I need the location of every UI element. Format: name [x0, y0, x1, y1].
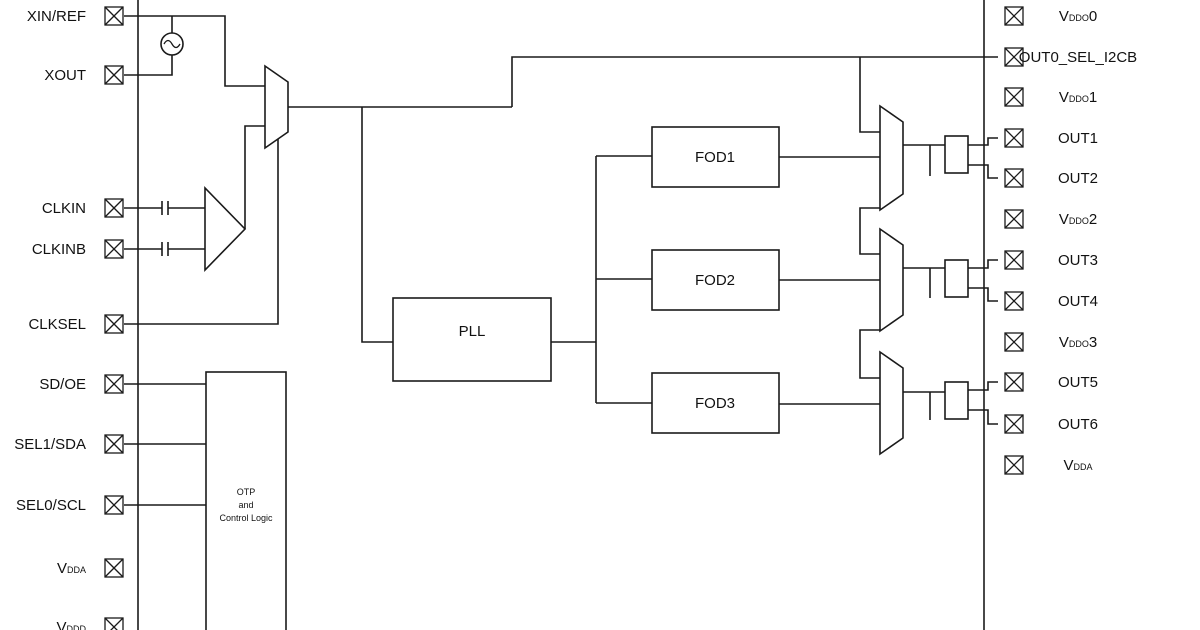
vddo0-pin-icon	[1004, 6, 1024, 26]
vdda_r-pin-label: VDDA	[1063, 457, 1092, 474]
vddo3-pin-label: VDDO3	[1059, 334, 1097, 351]
vddo2-pin-label: VDDO2	[1059, 211, 1097, 228]
out3-pin-label: OUT3	[1058, 252, 1098, 269]
output-buffer-2	[944, 259, 969, 298]
output-buffer-3	[944, 381, 969, 420]
wire-ref-to-out0	[511, 56, 998, 107]
clkin-pin-label: CLKIN	[42, 200, 86, 217]
wire-buffer-to-mux	[244, 125, 265, 229]
out4-pin-icon	[1004, 291, 1024, 311]
fod1-block	[651, 126, 780, 188]
out0-pin-label: OUT0_SEL_I2CB	[1019, 49, 1137, 66]
vdda-pin-label: VDDA	[57, 560, 86, 577]
vddd-pin-label: VDDD	[56, 619, 86, 630]
wire-out4	[968, 287, 998, 302]
vddo0-pin-label: VDDO0	[1059, 8, 1097, 25]
fod1-label: FOD1	[695, 149, 735, 166]
fod3-label: FOD3	[695, 395, 735, 412]
pll-block	[392, 297, 552, 382]
vdda_r-pin-icon	[1004, 455, 1024, 475]
out2-pin-label: OUT2	[1058, 170, 1098, 187]
wire-out1	[968, 137, 998, 146]
output-buffer-1	[944, 135, 969, 174]
wire-cascade-2-3	[859, 329, 880, 379]
vddo1-pin-label: VDDO1	[1059, 89, 1097, 106]
vddo1-pin-icon	[1004, 87, 1024, 107]
clkinb-pin-icon	[104, 239, 124, 259]
output-mux-1	[879, 104, 904, 212]
xout-pin-icon	[104, 65, 124, 85]
vddd-pin-icon	[104, 617, 124, 630]
wire-out3	[968, 259, 998, 269]
sel0-pin-icon	[104, 495, 124, 515]
xin-pin-icon	[104, 6, 124, 26]
fod2-label: FOD2	[695, 272, 735, 289]
otp-label-1: OTP	[237, 487, 256, 497]
xout-pin-label: XOUT	[44, 67, 86, 84]
out2-pin-icon	[1004, 168, 1024, 188]
wire-out6	[968, 409, 998, 425]
out5-pin-icon	[1004, 372, 1024, 392]
sdoe-pin-icon	[104, 374, 124, 394]
clksel-pin-label: CLKSEL	[28, 316, 86, 333]
out6-pin-icon	[1004, 414, 1024, 434]
sdoe-pin-label: SD/OE	[39, 376, 86, 393]
wire-out5	[968, 381, 998, 391]
otp-control-block	[205, 371, 287, 630]
clkin-pin-icon	[104, 198, 124, 218]
vddo2-pin-icon	[1004, 209, 1024, 229]
sel1-pin-label: SEL1/SDA	[14, 436, 86, 453]
wire-xin	[124, 15, 265, 87]
output-mux-3	[879, 350, 904, 456]
clkinb-pin-label: CLKINB	[32, 241, 86, 258]
wire-ref-to-mux1	[859, 57, 880, 133]
out1-pin-icon	[1004, 128, 1024, 148]
clkin-path	[124, 201, 205, 215]
input-mux	[264, 64, 289, 150]
sel0-pin-label: SEL0/SCL	[16, 497, 86, 514]
out1-pin-label: OUT1	[1058, 130, 1098, 147]
clkinb-path	[124, 242, 205, 256]
wire-clksel	[124, 136, 279, 325]
out4-pin-label: OUT4	[1058, 293, 1098, 310]
vddo3-pin-icon	[1004, 332, 1024, 352]
otp-label-2: and	[238, 500, 253, 510]
pll-label: PLL	[459, 323, 486, 340]
fod2-block	[651, 249, 780, 311]
out0-pin-icon	[1004, 47, 1024, 67]
wire-ref-to-pll	[361, 107, 393, 343]
out5-pin-label: OUT5	[1058, 374, 1098, 391]
clksel-pin-icon	[104, 314, 124, 334]
wire-out2	[968, 164, 998, 179]
crystal-oscillator-icon	[160, 32, 184, 56]
input-buffer	[204, 186, 247, 272]
out3-pin-icon	[1004, 250, 1024, 270]
otp-label-3: Control Logic	[219, 513, 273, 523]
output-mux-2	[879, 227, 904, 333]
wire-cascade-1-2	[859, 207, 880, 255]
xin-pin-label: XIN/REF	[27, 8, 86, 25]
sel1-pin-icon	[104, 434, 124, 454]
out6-pin-label: OUT6	[1058, 416, 1098, 433]
fod3-block	[651, 372, 780, 434]
vdda-pin-icon	[104, 558, 124, 578]
